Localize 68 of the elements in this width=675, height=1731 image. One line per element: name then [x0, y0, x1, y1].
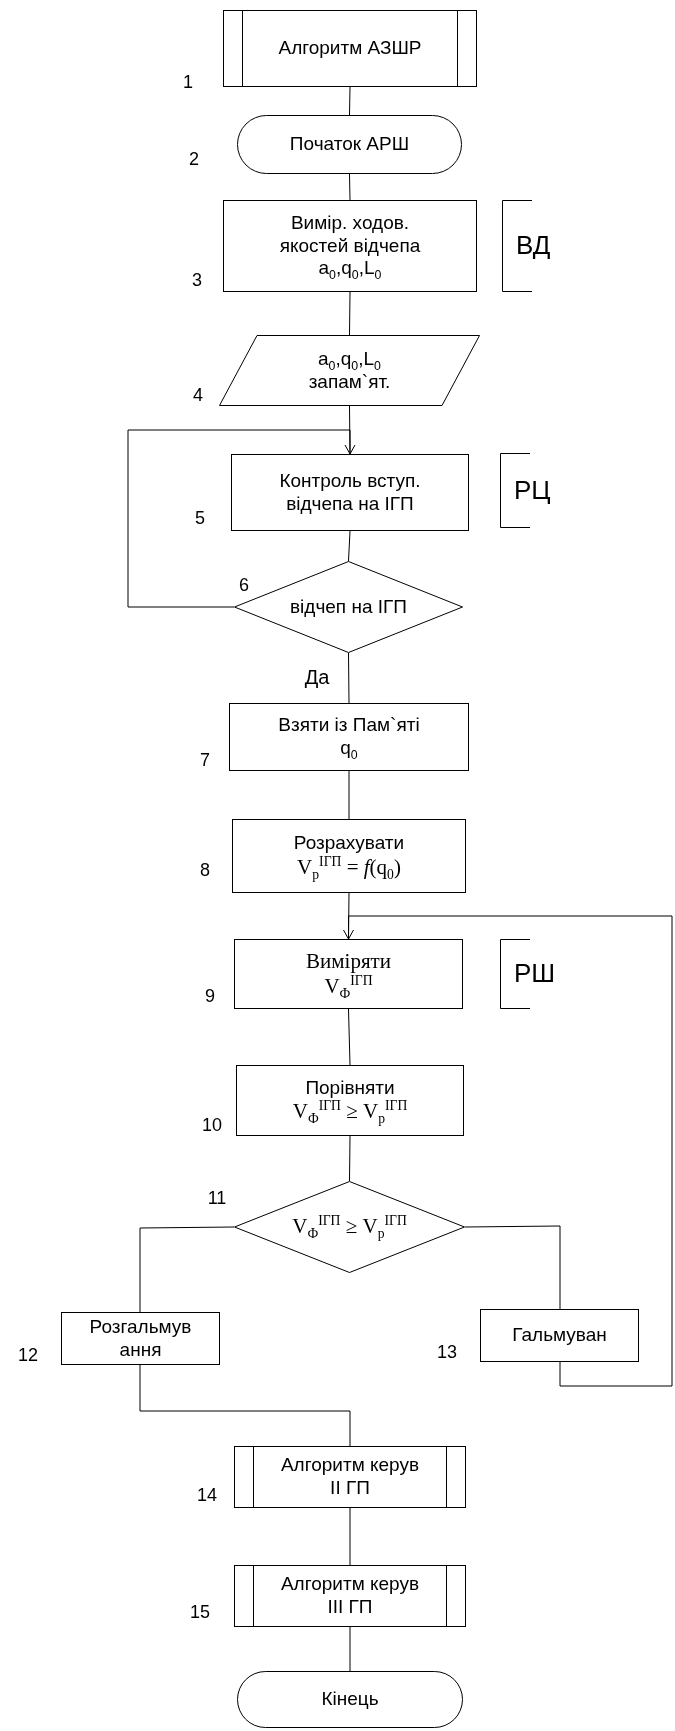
annotation-label: РШ [514, 958, 556, 990]
connector-line [348, 770, 350, 820]
step-number: 13 [437, 1343, 457, 1361]
node-text: відчеп на ІГП [290, 595, 407, 619]
connector-line [348, 652, 350, 704]
data-parallelogram [219, 335, 480, 406]
arrow [343, 915, 673, 1387]
node-text: Взяти із Пам`яті q$_{0}$ [277, 714, 421, 760]
connector-line [349, 173, 351, 201]
step-number: 15 [190, 1603, 210, 1621]
process-box [234, 939, 463, 1009]
node-text: Алгоритм керув ІІ ГП [279, 1454, 421, 1500]
step-number: 4 [193, 386, 203, 404]
connector-line [349, 1626, 351, 1672]
step-number: 9 [205, 987, 215, 1005]
node-text: a$_{0}$,q$_{0}$,L$_{0}$ [318, 347, 381, 371]
step-number: 2 [189, 150, 199, 168]
node-text: Алгоритм керув ІІІ ГП [279, 1573, 421, 1619]
node-text: V$_{р}$$^{ІГП}$ = f(q$_{0}$) [297, 854, 401, 880]
annotation-label: ВД [516, 230, 551, 262]
node-text: Порівняти [305, 1076, 395, 1100]
node-text: a$_{0}$,q$_{0}$,L$_{0}$ [318, 257, 382, 281]
step-number: 14 [197, 1486, 217, 1504]
step-number: 3 [192, 271, 202, 289]
node-text: запам`ят. [308, 370, 391, 394]
step-number: 1 [183, 73, 193, 91]
terminal-shape [237, 1671, 463, 1728]
decision-diamond [234, 1181, 465, 1273]
node-text: Контроль вступ. відчепа на ІГП [278, 469, 422, 516]
connector-line [349, 86, 351, 116]
process-box [480, 1309, 639, 1362]
annotation-label: РЦ [514, 474, 551, 507]
connector-line [349, 291, 351, 336]
process-box [231, 454, 469, 531]
node-text: Розрахувати [293, 832, 405, 855]
process-box [61, 1312, 220, 1365]
step-number: 8 [200, 861, 210, 879]
node-text: Початок АРШ [289, 133, 410, 156]
step-number: 10 [202, 1116, 222, 1134]
process-box [232, 819, 466, 893]
subroutine-box [234, 1446, 466, 1508]
connector-line [139, 1364, 351, 1447]
node-text: Виміряти [306, 948, 391, 974]
edge-label: Да [304, 667, 330, 687]
connector-line [349, 405, 351, 455]
step-number: 5 [195, 509, 205, 527]
connector-line [348, 1008, 351, 1066]
node-text: Гальмуван [512, 1324, 607, 1347]
subroutine-box [223, 10, 477, 87]
connector-line [139, 1226, 235, 1313]
step-number: 11 [207, 1189, 227, 1207]
step-number: 7 [200, 751, 210, 769]
subroutine-box [234, 1565, 466, 1627]
node-text: Кінець [321, 1688, 379, 1711]
connector-line [349, 1507, 351, 1566]
step-number: 6 [239, 576, 249, 594]
node-text: Алгоритм АЗШР [278, 37, 422, 60]
terminal-shape [237, 115, 462, 174]
process-box [236, 1065, 464, 1136]
decision-diamond [234, 561, 463, 653]
connector-line [348, 530, 351, 562]
node-text: Розгальмув ання [88, 1315, 193, 1362]
connector-line [464, 1225, 561, 1310]
connector-line [349, 1135, 351, 1182]
process-box [223, 200, 477, 292]
step-number: 12 [18, 1346, 38, 1364]
process-box [229, 703, 469, 771]
arrow [127, 429, 356, 608]
